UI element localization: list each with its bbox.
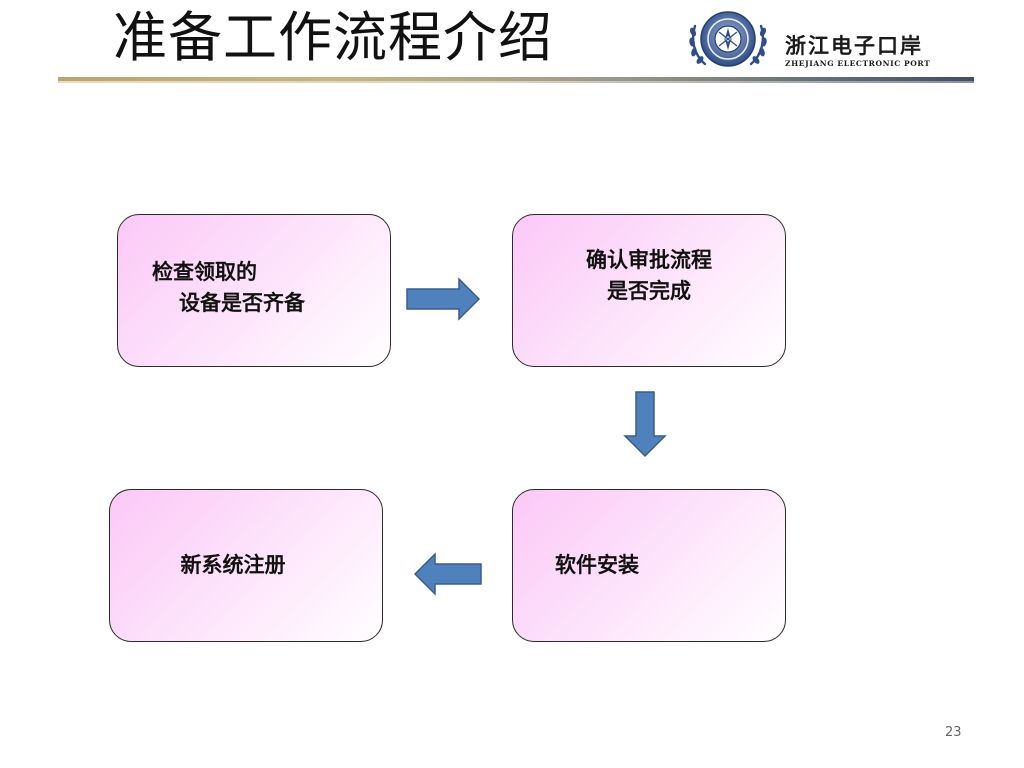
flow-step-register-system: 新系统注册 — [109, 489, 383, 642]
arrow-left-icon — [413, 552, 482, 596]
logo-name-cn: 浙江电子口岸 — [785, 33, 923, 58]
page-number: 23 — [945, 725, 962, 740]
flow-step-label-line: 新系统注册 — [180, 553, 286, 577]
flow-step-confirm-approval: 确认审批流程 是否完成 — [512, 214, 786, 367]
title-divider — [58, 77, 974, 81]
flow-step-label-line: 设备是否齐备 — [179, 290, 305, 315]
slide-title: 准备工作流程介绍 — [113, 6, 553, 69]
flow-step-label-line: 软件安装 — [555, 553, 639, 577]
flow-step-install-software: 软件安装 — [512, 489, 786, 642]
flow-step-label-line: 检查领取的 — [152, 259, 257, 284]
flow-step-check-equipment: 检查领取的 设备是否齐备 — [117, 214, 391, 367]
flow-step-label-line: 确认审批流程 — [586, 247, 712, 272]
arrow-right-icon — [406, 277, 481, 321]
flow-step-label-line: 是否完成 — [607, 278, 691, 303]
logo-name-en: ZHEJIANG ELECTRONIC PORT — [785, 59, 931, 68]
title-divider-shadow — [58, 81, 974, 83]
customs-emblem-icon — [689, 11, 767, 67]
arrow-down-icon — [623, 391, 667, 458]
